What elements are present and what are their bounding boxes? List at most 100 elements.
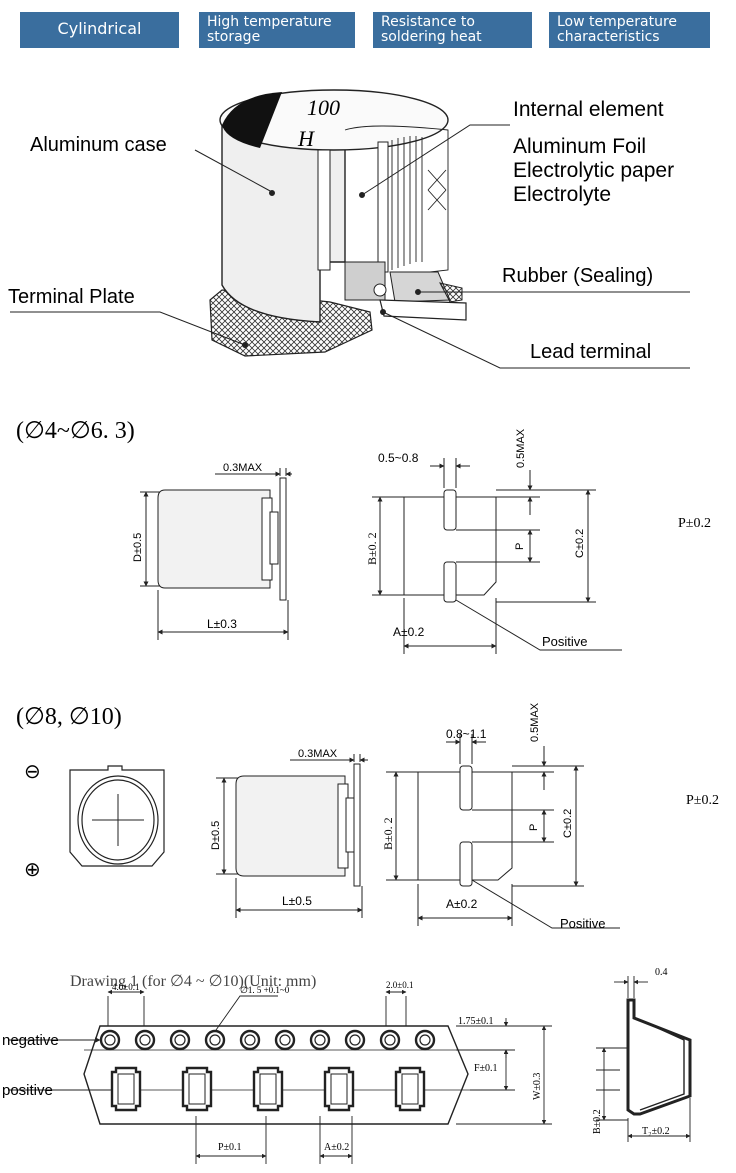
tab-label-line1: Low temperature bbox=[557, 14, 678, 30]
s1-dim-d: D±0.5 bbox=[132, 533, 144, 562]
s2-dim-08-11: 0.8~1.1 bbox=[446, 727, 487, 741]
plus-symbol: ⊕ bbox=[24, 859, 41, 881]
tape-dim-p: P±0.1 bbox=[218, 1142, 242, 1153]
component-pocket-inner bbox=[401, 1073, 419, 1105]
s2-positive-leader bbox=[471, 879, 620, 929]
tape-dim-w: W±0.3 bbox=[532, 1073, 543, 1100]
leader-aluminum-case bbox=[194, 149, 273, 193]
s2-dim-d: D±0.5 bbox=[210, 821, 222, 850]
sprocket-hole bbox=[414, 1029, 436, 1051]
s2-dim-b: B±0. 2 bbox=[381, 817, 395, 850]
pocket-cross-section bbox=[596, 976, 692, 1142]
sprocket-hole bbox=[274, 1029, 296, 1051]
tab-label-line2: characteristics bbox=[557, 29, 660, 45]
leader-internal-element bbox=[361, 124, 510, 196]
label-terminal-plate: Terminal Plate bbox=[8, 286, 135, 308]
sprocket-hole bbox=[104, 1034, 116, 1046]
tape-hole-dia: ∅1. 5 +0.1~0 bbox=[240, 985, 290, 995]
top-dark-segment bbox=[222, 92, 282, 148]
sprocket-hole bbox=[209, 1034, 221, 1046]
pocket-dim-t2: T₂±0.2 bbox=[642, 1126, 670, 1137]
leader-lead-terminal bbox=[382, 311, 690, 369]
tab-label: Cylindrical bbox=[57, 19, 142, 38]
pocket-dim-b: B±0.2 bbox=[592, 1109, 603, 1134]
marking-value: 100 bbox=[307, 95, 340, 120]
capacitor-cutaway bbox=[209, 89, 467, 357]
component-pocket-inner bbox=[259, 1073, 277, 1105]
sprocket-hole bbox=[204, 1029, 226, 1051]
sprocket-hole bbox=[174, 1034, 186, 1046]
tab-label-line1: High temperature bbox=[207, 14, 332, 30]
s1-dim-03max: 0.3MAX bbox=[223, 462, 263, 474]
sprocket-hole bbox=[419, 1034, 431, 1046]
s2-dim-05max: 0.5MAX bbox=[529, 702, 541, 742]
component-pocket bbox=[323, 1066, 355, 1112]
tape-title: Drawing 1 (for ∅4 ~ ∅10)(Unit: mm) bbox=[70, 973, 316, 990]
s1-dim-b: B±0. 2 bbox=[365, 532, 379, 565]
sprocket-hole bbox=[279, 1034, 291, 1046]
tab-label-line2: storage bbox=[207, 29, 261, 45]
label-aluminum-case: Aluminum case bbox=[30, 134, 167, 156]
sprocket-hole bbox=[134, 1029, 156, 1051]
s2-dim-03max: 0.3MAX bbox=[298, 748, 338, 760]
s1-dim-05-08: 0.5~0.8 bbox=[378, 451, 419, 465]
s1-positive-label: Positive bbox=[542, 634, 588, 649]
sprocket-hole bbox=[309, 1029, 331, 1051]
sprocket-hole bbox=[379, 1029, 401, 1051]
tab-label-line2: soldering heat bbox=[381, 29, 482, 45]
s1-dim-p: P bbox=[514, 543, 526, 550]
section2-title: (∅8, ∅10) bbox=[16, 704, 122, 730]
tape-dimensions bbox=[8, 989, 552, 1164]
tab-label-line1: Resistance to bbox=[381, 14, 475, 30]
section2-bottom-view bbox=[386, 734, 620, 929]
tape-positive-label: positive bbox=[2, 1082, 53, 1099]
marking-letter: H bbox=[297, 126, 315, 151]
sprocket-hole bbox=[169, 1029, 191, 1051]
s1-positive-leader bbox=[455, 599, 622, 651]
tape-negative-label: negative bbox=[2, 1032, 59, 1049]
s1-dim-l: L±0.3 bbox=[207, 617, 237, 631]
s2-dim-a: A±0.2 bbox=[446, 897, 478, 911]
component-pocket-inner bbox=[188, 1073, 206, 1105]
s2-dim-p: P bbox=[528, 824, 540, 831]
component-pocket bbox=[394, 1066, 426, 1112]
s2-p-tolerance: P±0.2 bbox=[686, 793, 719, 808]
component-pocket-inner bbox=[330, 1073, 348, 1105]
label-electrolytic-paper: Electrolytic paper bbox=[513, 159, 674, 182]
s2-positive-label: Positive bbox=[560, 916, 606, 931]
label-aluminum-foil: Aluminum Foil bbox=[513, 135, 646, 158]
sprocket-hole bbox=[244, 1034, 256, 1046]
label-lead-terminal: Lead terminal bbox=[530, 341, 651, 363]
section1-bottom-view bbox=[372, 458, 622, 654]
component-pocket-inner bbox=[117, 1073, 135, 1105]
leader-terminal-plate bbox=[10, 311, 246, 346]
s1-dim-a: A±0.2 bbox=[393, 625, 425, 639]
tab-cylindrical[interactable]: Cylindrical bbox=[20, 12, 179, 48]
s1-dim-05max: 0.5MAX bbox=[515, 428, 527, 468]
case-top-shape bbox=[219, 89, 449, 151]
minus-symbol: ⊖ bbox=[24, 761, 41, 783]
s1-p-tolerance: P±0.2 bbox=[678, 516, 711, 531]
sprocket-hole bbox=[384, 1034, 396, 1046]
sprocket-holes bbox=[99, 1029, 436, 1051]
sprocket-hole bbox=[139, 1034, 151, 1046]
sprocket-hole bbox=[314, 1034, 326, 1046]
component-pocket bbox=[110, 1066, 142, 1112]
sprocket-hole bbox=[99, 1029, 121, 1051]
section2-top-view bbox=[69, 765, 165, 867]
tape-pitch-top-left: 4.0±0.1 bbox=[112, 982, 139, 992]
component-pocket bbox=[181, 1066, 213, 1112]
sprocket-hole bbox=[344, 1029, 366, 1051]
tape-dim-f: F±0.1 bbox=[474, 1063, 498, 1074]
label-internal-element: Internal element bbox=[513, 98, 664, 121]
section2-side-view bbox=[216, 754, 368, 918]
tape-pitch-top-right: 2.0±0.1 bbox=[386, 980, 413, 990]
